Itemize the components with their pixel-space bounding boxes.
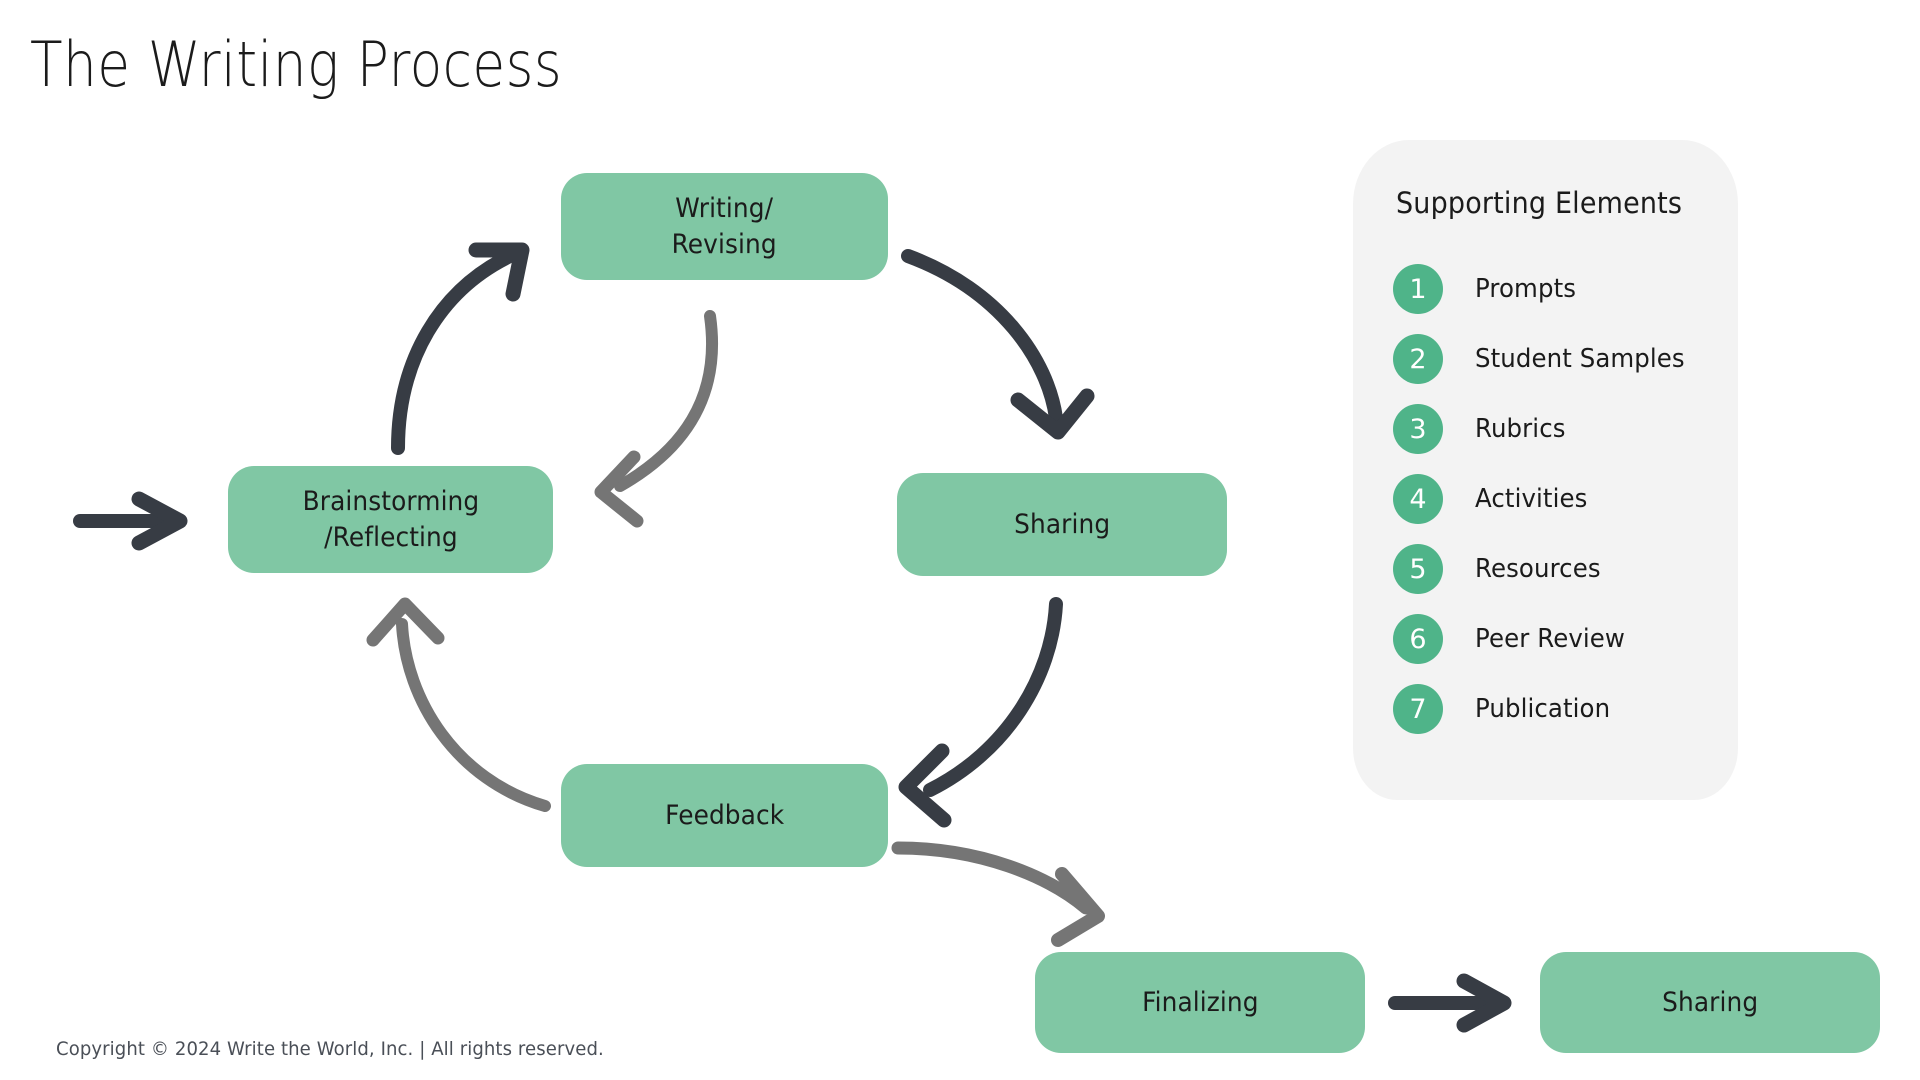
list-item-number-badge: 7 (1393, 684, 1443, 734)
node-finalizing[interactable]: Finalizing (1035, 952, 1365, 1053)
node-finalizing-text: Finalizing (1137, 985, 1264, 1021)
writing-to-brainstorm-arrow (594, 310, 719, 528)
list-item[interactable]: 3 Rubrics (1393, 394, 1723, 464)
feedback-to-brainstorm-arrow (366, 597, 551, 812)
node-writing-revising-line2: Revising (671, 228, 778, 260)
node-writing-revising-line1: Writing/ (675, 192, 774, 224)
node-brainstorming-line1: Brainstorming (302, 485, 479, 517)
supporting-elements-title: Supporting Elements (1396, 186, 1683, 220)
footer-copyright: Copyright © 2024 Write the World, Inc. |… (56, 1038, 604, 1060)
list-item-label: Rubrics (1475, 414, 1566, 444)
node-writing-revising-text: Writing/ Revising (667, 191, 781, 263)
node-sharing[interactable]: Sharing (897, 473, 1227, 576)
list-item[interactable]: 6 Peer Review (1393, 604, 1723, 674)
sharing-to-feedback-arrow (898, 597, 1063, 828)
node-brainstorming-reflecting-text: Brainstorming /Reflecting (295, 484, 487, 556)
list-item-number-badge: 4 (1393, 474, 1443, 524)
page-title: The Writing Process (30, 28, 563, 101)
brainstorm-to-writing-arrow (391, 242, 530, 455)
node-sharing-final-label: Sharing (1661, 986, 1758, 1018)
finalizing-to-sharing-arrow (1388, 973, 1512, 1033)
list-item-label: Publication (1475, 694, 1611, 724)
supporting-elements-list: 1 Prompts 2 Student Samples 3 Rubrics 4 Activit… (1393, 254, 1723, 744)
node-writing-revising[interactable]: Writing/ Revising (561, 173, 888, 280)
feedback-to-finalizing-arrow (891, 841, 1105, 947)
list-item-number-badge: 3 (1393, 404, 1443, 454)
list-item-number-badge: 6 (1393, 614, 1443, 664)
entry-arrow (73, 491, 188, 551)
list-item[interactable]: 2 Student Samples (1393, 324, 1723, 394)
node-sharing-final-text: Sharing (1658, 985, 1762, 1021)
node-feedback-text: Feedback (660, 798, 789, 834)
node-sharing-final[interactable]: Sharing (1540, 952, 1880, 1053)
list-item[interactable]: 7 Publication (1393, 674, 1723, 744)
writing-to-sharing-arrow (901, 249, 1095, 440)
list-item[interactable]: 1 Prompts (1393, 254, 1723, 324)
list-item-label: Activities (1475, 484, 1588, 514)
node-brainstorming-reflecting[interactable]: Brainstorming /Reflecting (228, 466, 553, 573)
node-feedback[interactable]: Feedback (561, 764, 888, 867)
list-item-label: Peer Review (1475, 624, 1626, 654)
list-item-label: Prompts (1475, 274, 1577, 304)
list-item-label: Resources (1475, 554, 1601, 584)
list-item-number-badge: 2 (1393, 334, 1443, 384)
list-item[interactable]: 5 Resources (1393, 534, 1723, 604)
list-item-label: Student Samples (1475, 344, 1685, 374)
node-finalizing-label: Finalizing (1141, 986, 1259, 1018)
list-item-number-badge: 5 (1393, 544, 1443, 594)
supporting-elements-panel: Supporting Elements 1 Prompts 2 Student Sam… (1353, 140, 1738, 800)
list-item[interactable]: 4 Activities (1393, 464, 1723, 534)
node-sharing-label: Sharing (1013, 508, 1110, 540)
node-sharing-text: Sharing (1010, 507, 1114, 543)
list-item-number-badge: 1 (1393, 264, 1443, 314)
node-brainstorming-line2: /Reflecting (323, 521, 458, 553)
node-feedback-label: Feedback (664, 799, 785, 831)
